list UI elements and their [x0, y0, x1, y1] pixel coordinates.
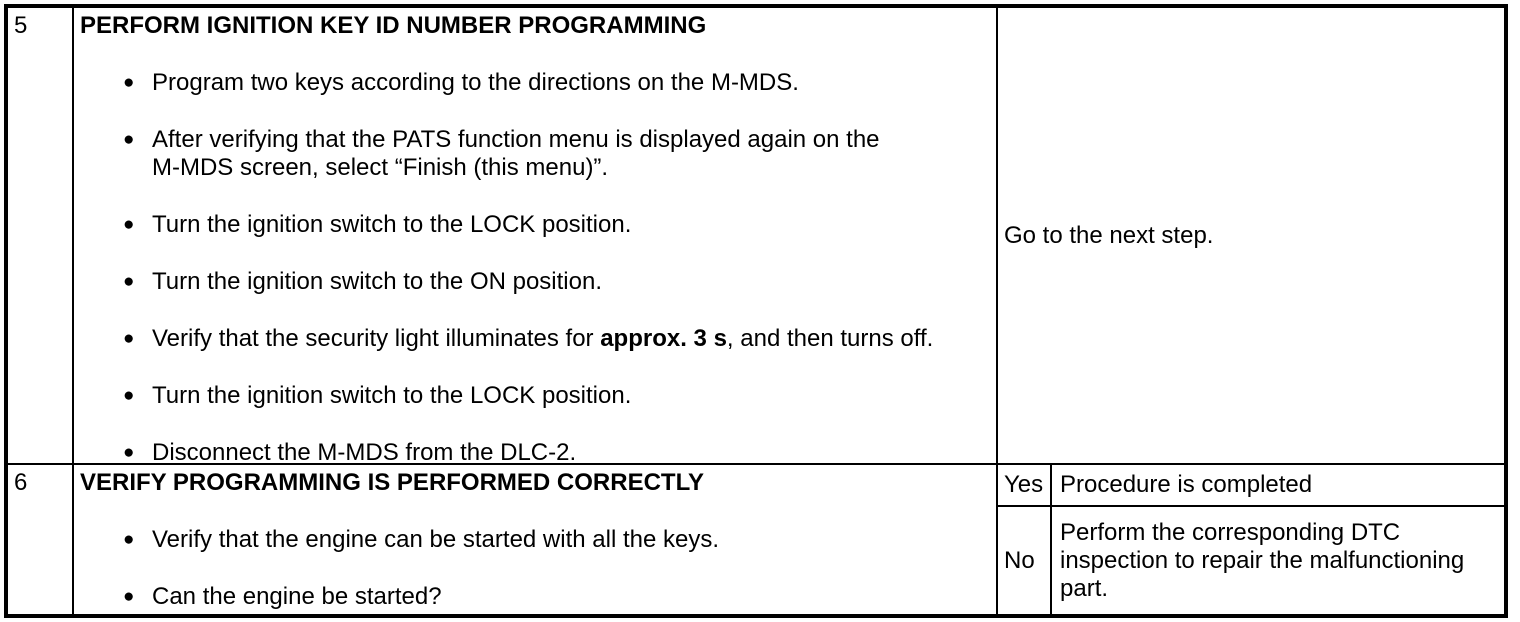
result-cell: Procedure is completed	[1052, 465, 1504, 505]
instruction-text: After verifying that the PATS function m…	[152, 126, 880, 181]
step-title: VERIFY PROGRAMMING IS PERFORMED CORRECTL…	[80, 469, 705, 496]
instruction-text: Program two keys according to the direct…	[152, 69, 799, 96]
step-number-cell: 5	[8, 8, 74, 463]
result-text: Perform the corresponding DTC inspection…	[1060, 518, 1465, 602]
list-item: ● Verify that the security light illumin…	[74, 325, 996, 353]
answer-text: Yes	[1004, 471, 1044, 498]
instruction-text: Verify that the engine can be started wi…	[152, 526, 719, 553]
list-item: ● Turn the ignition switch to the LOCK p…	[74, 211, 996, 239]
list-item: ● After verifying that the PATS function…	[74, 126, 996, 182]
instruction-text: Disconnect the M-MDS from the DLC-2.	[152, 439, 577, 463]
instruction-text-post: , and then turns off.	[726, 325, 934, 352]
step-number: 5	[14, 12, 28, 39]
result-row-yes: Yes Procedure is completed	[998, 465, 1504, 507]
inspection-cell: PERFORM IGNITION KEY ID NUMBER PROGRAMMI…	[74, 8, 998, 463]
bullet-icon: ●	[123, 529, 135, 550]
instruction-text: Can the engine be started?	[152, 583, 442, 610]
answer-cell: Yes	[998, 465, 1052, 505]
procedure-table: 5 PERFORM IGNITION KEY ID NUMBER PROGRAM…	[4, 4, 1508, 618]
bullet-icon: ●	[123, 129, 135, 150]
bullet-list: ● Verify that the engine can be started …	[74, 526, 996, 611]
bullet-icon: ●	[123, 442, 135, 463]
inspection-cell: VERIFY PROGRAMMING IS PERFORMED CORRECTL…	[74, 465, 998, 614]
list-item: ● Disconnect the M-MDS from the DLC-2.	[74, 439, 996, 463]
list-item: ● Can the engine be started?	[74, 583, 996, 611]
table-row-step-6: 6 VERIFY PROGRAMMING IS PERFORMED CORREC…	[8, 465, 1504, 614]
step-number-cell: 6	[8, 465, 74, 614]
result-row-no: No Perform the corresponding DTC inspect…	[998, 507, 1504, 614]
bullet-icon: ●	[123, 214, 135, 235]
bullet-icon: ●	[123, 271, 135, 292]
answer-text: No	[1004, 546, 1035, 574]
instruction-text-pre: Verify that the security light illuminat…	[152, 325, 601, 352]
result-cell: Perform the corresponding DTC inspection…	[1052, 507, 1504, 614]
instruction-text: Turn the ignition switch to the LOCK pos…	[152, 382, 632, 409]
action-cell: Go to the next step.	[998, 8, 1504, 463]
bullet-icon: ●	[123, 328, 135, 349]
bullet-icon: ●	[123, 385, 135, 406]
action-cell: Yes Procedure is completed No Perform th…	[998, 465, 1504, 614]
list-item: ● Program two keys according to the dire…	[74, 69, 996, 97]
bullet-icon: ●	[123, 586, 135, 607]
step-number: 6	[14, 469, 28, 496]
instruction-text: Turn the ignition switch to the LOCK pos…	[152, 211, 632, 238]
bullet-icon: ●	[123, 72, 135, 93]
instruction-text: Verify that the security light illuminat…	[152, 325, 933, 352]
instruction-text-bold: approx. 3 s	[600, 325, 727, 352]
action-text: Go to the next step.	[1004, 221, 1214, 249]
list-item: ● Turn the ignition switch to the ON pos…	[74, 268, 996, 296]
step-title: PERFORM IGNITION KEY ID NUMBER PROGRAMMI…	[80, 12, 707, 39]
bullet-list: ● Program two keys according to the dire…	[74, 69, 996, 463]
table-row-step-5: 5 PERFORM IGNITION KEY ID NUMBER PROGRAM…	[8, 8, 1504, 465]
list-item: ● Verify that the engine can be started …	[74, 526, 996, 554]
instruction-text: Turn the ignition switch to the ON posit…	[152, 268, 602, 295]
result-text: Procedure is completed	[1060, 471, 1313, 498]
list-item: ● Turn the ignition switch to the LOCK p…	[74, 382, 996, 410]
answer-cell: No	[998, 507, 1052, 614]
